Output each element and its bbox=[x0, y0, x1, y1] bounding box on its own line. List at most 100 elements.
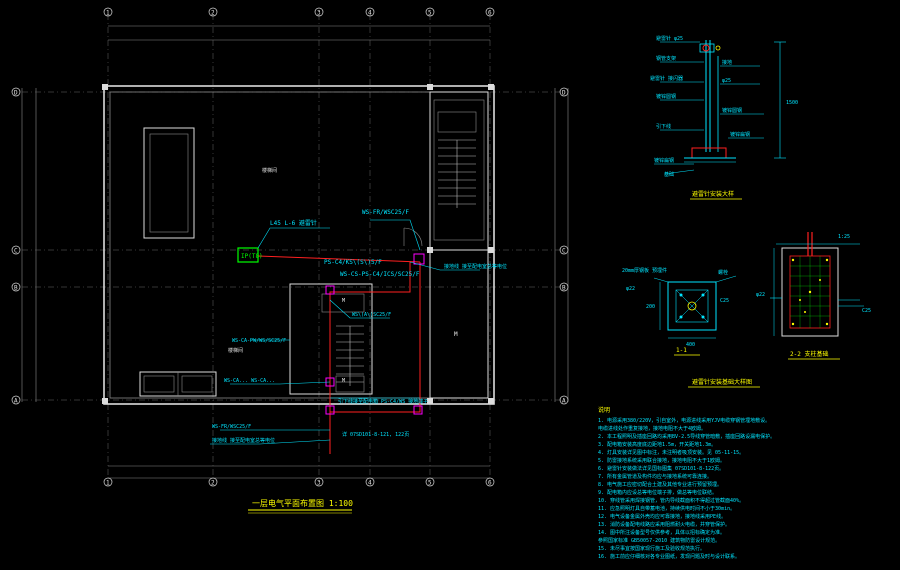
svg-text:φ22: φ22 bbox=[626, 286, 635, 292]
row-axis-label: A bbox=[14, 398, 18, 405]
column-axis-bubble bbox=[103, 7, 113, 17]
svg-text:1500: 1500 bbox=[786, 100, 798, 106]
row-axis-label: D bbox=[14, 90, 18, 97]
column-axis-label: 6 bbox=[488, 10, 492, 17]
room-label-a: 楼梯间 bbox=[262, 167, 277, 174]
detail-foundation-plan: 20mm厚钢板 预埋件 螺栓 200 400 φ22 C25 1-1 bbox=[622, 267, 737, 356]
svg-text:φ22: φ22 bbox=[756, 292, 765, 298]
note-line: 15. 未尽事宜按国家现行施工及验收规范执行。 bbox=[598, 545, 705, 552]
svg-text:避雷针 接闪器: 避雷针 接闪器 bbox=[650, 75, 683, 82]
svg-text:C25: C25 bbox=[862, 308, 871, 314]
note-line: 13. 消防设备配电线路应采用阻燃耐火电缆，并穿管保护。 bbox=[598, 521, 730, 528]
svg-text:IP(T8): IP(T8) bbox=[241, 253, 263, 260]
svg-text:400: 400 bbox=[686, 342, 695, 348]
design-notes: 说明 1. 电源采用380/220V，引自室外，电源进线采用YJV电缆穿钢管埋地… bbox=[598, 406, 775, 560]
svg-text:基础: 基础 bbox=[664, 171, 674, 178]
note-line: 5. 防雷接地系统采用联合接地，接地电阻不大于1欧姆。 bbox=[598, 457, 725, 464]
row-axis-bubble bbox=[11, 282, 21, 292]
column-axis-label: 4 bbox=[368, 480, 372, 487]
note-line: 2. 本工程照明及插座回路均采用BV-2.5导线穿管暗敷，插座回路设漏电保护。 bbox=[598, 433, 775, 440]
column-axis-label: 2 bbox=[211, 10, 215, 17]
note-line: 8. 电气施工应密切配合土建及其他专业进行预留预埋。 bbox=[598, 481, 722, 488]
notes-heading: 说明 bbox=[598, 406, 610, 414]
column-axis-label: 3 bbox=[317, 480, 321, 487]
note-line: 3. 配电箱安装高度底边距地1.5m，开关距地1.3m。 bbox=[598, 441, 716, 448]
column-axis-bubble bbox=[485, 7, 495, 17]
cable-main-label: PS-C4/KS\(S\)5/F bbox=[324, 259, 382, 266]
detail-foundation-section: 1:25 φ22 C25 2-2 支柱基础 避雷针安装基础大样图 bbox=[688, 232, 871, 388]
note-line: 参照国家标准 GB50057-2010 建筑物防雷设计规范。 bbox=[598, 537, 720, 544]
note-line: 1. 电源采用380/220V，引自室外，电源进线采用YJV电缆穿钢管埋地敷设。 bbox=[598, 417, 770, 424]
column-axis-bubble bbox=[485, 477, 495, 487]
box-note: WS\(A\)SC25/F bbox=[352, 312, 391, 318]
row-axis-bubble bbox=[559, 282, 569, 292]
svg-text:WS-FR/WSC25/F: WS-FR/WSC25/F bbox=[212, 424, 251, 430]
svg-text:镀锌扁钢: 镀锌扁钢 bbox=[654, 157, 674, 164]
note-line: 11. 应急照明灯具自带蓄电池，持续供电时间不小于30min。 bbox=[598, 505, 735, 512]
note-line: 9. 配电箱内应设总等电位端子排，做总等电位联结。 bbox=[598, 489, 717, 496]
note-line: 电缆进线处作重复接地，接地电阻不大于4欧姆。 bbox=[598, 425, 706, 432]
row-axis-bubble bbox=[559, 245, 569, 255]
note-line: 6. 避雷针安装做法详见国标图集 07SD101-8-122页。 bbox=[598, 465, 724, 472]
svg-text:M: M bbox=[342, 298, 345, 304]
column-axis-label: 5 bbox=[428, 480, 432, 487]
detail-lightning-rod: 1500 避雷针 φ25 钢管支架 避雷针 接闪器 镀锌圆钢 引下线 镀锌扁钢 … bbox=[650, 35, 798, 200]
column-axis-label: 3 bbox=[317, 10, 321, 17]
svg-text:1:25: 1:25 bbox=[838, 234, 850, 240]
row-axis-bubble bbox=[559, 87, 569, 97]
detail-a-title: 避雷针安装大样 bbox=[692, 190, 734, 198]
row-axis-label: C bbox=[14, 248, 18, 255]
note-line: 16. 施工前应仔细核对各专业图纸，发现问题及时与设计联系。 bbox=[598, 553, 740, 560]
note-line: 10. 穿线管采用焊接钢管，管内导线截面积不得超过管截面40%。 bbox=[598, 497, 744, 504]
column-axis-label: 2 bbox=[211, 480, 215, 487]
column-axis-bubble bbox=[314, 477, 324, 487]
section-1-1: 1-1 bbox=[676, 347, 687, 354]
column-axis-bubble bbox=[365, 7, 375, 17]
note-line: 7. 所有金属管道及构件均应与接地系统可靠连接。 bbox=[598, 473, 712, 480]
down-note-2: 详 07SD101-8-121, 122页 bbox=[342, 431, 409, 438]
column-axis-bubble bbox=[208, 477, 218, 487]
column-axis-bubble bbox=[314, 7, 324, 17]
svg-text:M: M bbox=[342, 378, 345, 384]
column-axis-bubble bbox=[103, 477, 113, 487]
column-axis-label: 1 bbox=[106, 10, 110, 17]
svg-text:200: 200 bbox=[646, 304, 655, 310]
row-axis-label: A bbox=[562, 398, 566, 405]
svg-text:楼梯间: 楼梯间 bbox=[228, 347, 243, 354]
note-line: 14. 图中所注设备型号仅供参考，具体以招标确定为准。 bbox=[598, 529, 725, 536]
svg-text:引下线: 引下线 bbox=[656, 123, 671, 130]
row-axis-label: D bbox=[562, 90, 566, 97]
junction-note: 接地线 接至配电室总等电位 bbox=[444, 263, 507, 270]
cable-a-label: WS-FR/WSC25/F bbox=[362, 209, 409, 216]
row-axis-bubble bbox=[11, 395, 21, 405]
svg-text:螺栓: 螺栓 bbox=[718, 269, 728, 276]
svg-text:C25: C25 bbox=[720, 298, 729, 304]
detail-b-title: 避雷针安装基础大样图 bbox=[692, 378, 752, 386]
cable-c-label: WS-CA... WS-CA... bbox=[224, 378, 275, 384]
column-axis-label: 5 bbox=[428, 10, 432, 17]
column-axis-bubble bbox=[365, 477, 375, 487]
distribution-box[interactable]: IP(T8) bbox=[237, 247, 263, 263]
svg-text:镀锌圆钢: 镀锌圆钢 bbox=[722, 107, 742, 114]
column-axis-bubble bbox=[208, 7, 218, 17]
svg-text:镀锌扁钢: 镀锌扁钢 bbox=[730, 131, 750, 138]
svg-text:钢管支架: 钢管支架 bbox=[656, 55, 676, 62]
column-axis-bubble bbox=[425, 477, 435, 487]
note-line: 12. 电气设备金属外壳均应可靠接地，接地线采用PE线。 bbox=[598, 513, 726, 520]
svg-text:接地: 接地 bbox=[722, 59, 732, 66]
plan-title: 一层电气平面布置图 1:100 bbox=[252, 498, 353, 508]
note-line: 4. 灯具安装详见图中标注，未注明者吸顶安装。见 05-11-15。 bbox=[598, 449, 744, 456]
row-axis-bubble bbox=[11, 245, 21, 255]
row-axis-bubble bbox=[11, 87, 21, 97]
row-axis-label: B bbox=[562, 285, 566, 292]
room-label-b: M bbox=[454, 331, 458, 338]
section-2-2: 2-2 支柱基础 bbox=[790, 350, 828, 358]
svg-text:φ25: φ25 bbox=[722, 78, 731, 84]
column-axis-label: 1 bbox=[106, 480, 110, 487]
left-cable-note: WS-CA-PW/WS/SC25/F bbox=[232, 338, 286, 344]
down-note: 引下线接至配电箱 PS-C4/WS 接地端子 bbox=[338, 398, 428, 405]
